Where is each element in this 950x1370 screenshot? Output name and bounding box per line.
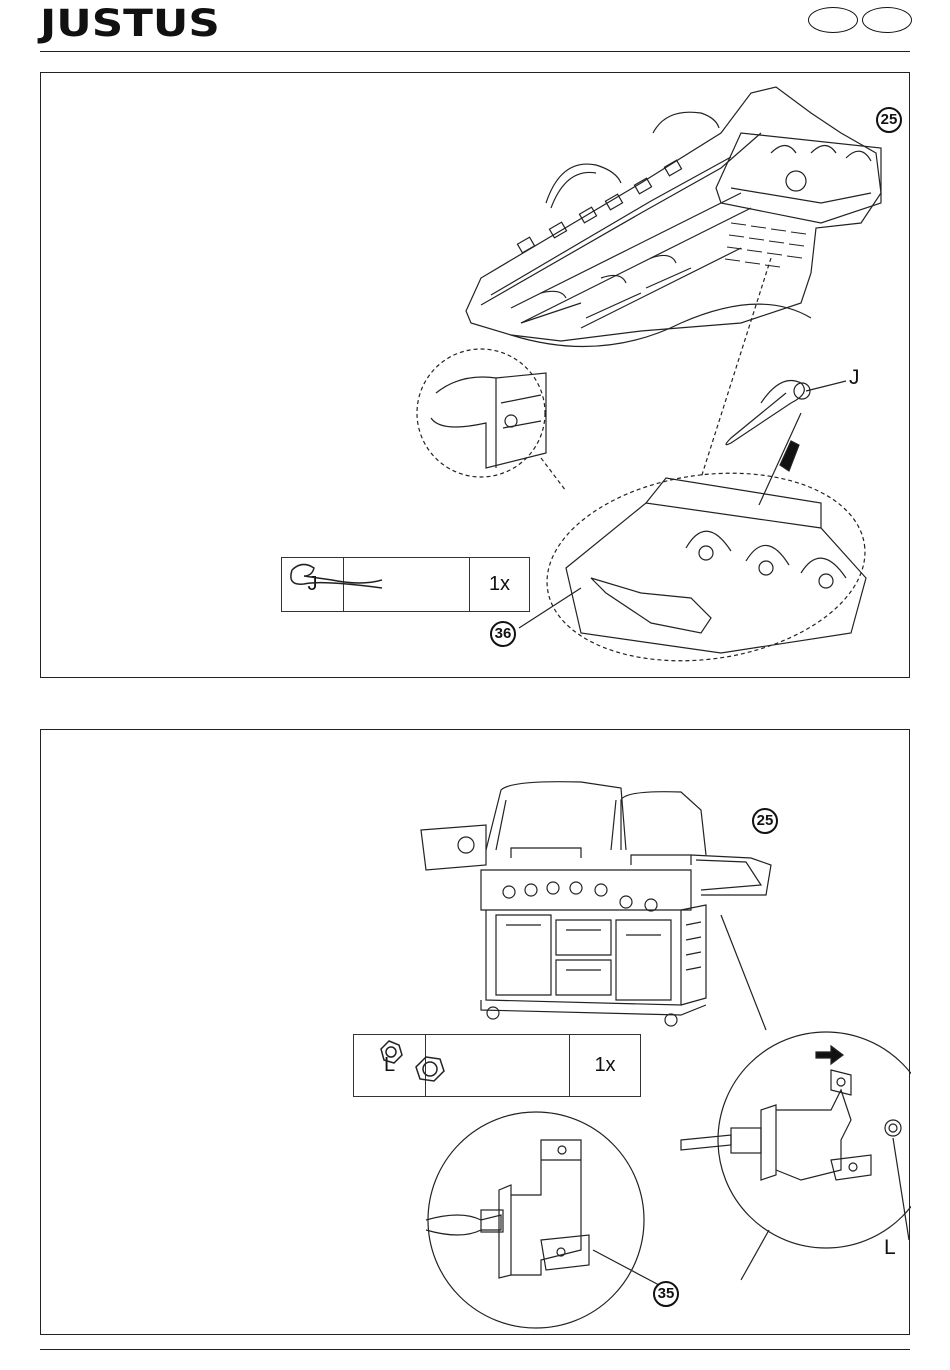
step1-panel: 25 36 J J 1x [40,72,910,678]
language-badges [808,7,912,33]
callout-part-25: 25 [752,808,778,834]
callout-part-35: 35 [653,1281,679,1307]
hair-pin-clip-icon [282,558,392,598]
step1-parts-table: J 1x [281,557,530,612]
header-rule [40,51,910,52]
language-oval-2 [862,7,912,33]
step2-parts-table: L 1x [353,1034,641,1097]
part-image-cell [426,1035,570,1097]
part-image-cell [344,558,470,612]
footer-rule [40,1349,910,1350]
hex-nut-icon [354,1035,474,1091]
language-oval-1 [808,7,858,33]
part-quantity-cell: 1x [470,558,530,612]
callout-part-36: 36 [490,621,516,647]
brand-logo: JUSTUS [40,2,220,45]
pin-letter-label: J [849,366,860,390]
step2-panel: 25 35 L L 1x [40,729,910,1335]
nut-letter-label: L [884,1236,896,1260]
step2-illustration [41,730,911,1336]
callout-part-25: 25 [876,107,902,133]
part-quantity-cell: 1x [570,1035,641,1097]
